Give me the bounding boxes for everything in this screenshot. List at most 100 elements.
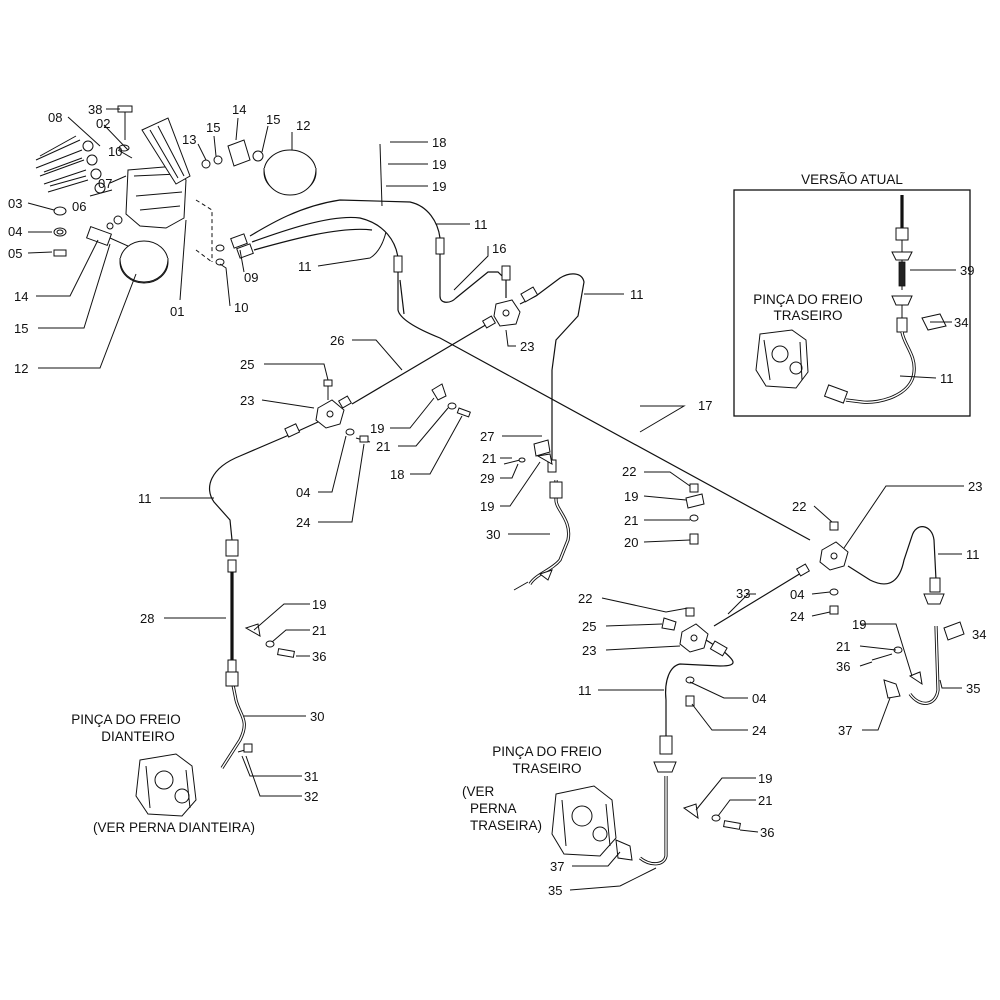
part-label: 37: [550, 859, 564, 874]
part-label: 20: [624, 535, 638, 550]
part-label: 21: [624, 513, 638, 528]
part-label: 23: [968, 479, 982, 494]
part-label: 19: [432, 157, 446, 172]
part-label: 14: [14, 289, 28, 304]
tee-fitting-left: [315, 399, 345, 429]
part-label: 37: [838, 723, 852, 738]
part-label: 15: [206, 120, 220, 135]
brake-lines: [209, 199, 965, 866]
rear-caliper-caption-1: PINÇA DO FREIO: [492, 744, 602, 759]
part-label: 27: [480, 429, 494, 444]
part-label: 01: [170, 304, 184, 319]
tee-fitting-right: [819, 541, 849, 571]
part-label: 24: [790, 609, 804, 624]
front-caliper-drawing: [135, 753, 197, 817]
part-label: 19: [624, 489, 638, 504]
part-label: 04: [296, 485, 310, 500]
part-label: 10: [108, 144, 122, 159]
part-label: 11: [578, 683, 592, 698]
part-label: 34: [954, 315, 968, 330]
part-label: 21: [482, 451, 496, 466]
inset-frame: [733, 189, 971, 417]
part-label: 24: [752, 723, 766, 738]
part-label: 22: [578, 591, 592, 606]
part-label: 11: [298, 259, 312, 274]
part-label: 28: [140, 611, 154, 626]
part-label: 17: [698, 398, 712, 413]
part-label: 12: [296, 118, 310, 133]
part-label: 15: [266, 112, 280, 127]
rear-caliper-caption-2: TRASEIRO: [512, 761, 581, 776]
part-label: 11: [966, 547, 980, 562]
part-label: 39: [960, 263, 974, 278]
part-label: 19: [432, 179, 446, 194]
part-label: 29: [480, 471, 494, 486]
part-label: 05: [8, 246, 22, 261]
tee-fitting-lower: [679, 623, 709, 653]
part-label: 09: [244, 270, 258, 285]
part-label: 04: [752, 691, 766, 706]
master-cylinder-assembly: [35, 105, 317, 284]
part-label: 25: [582, 619, 596, 634]
part-label: 07: [98, 176, 112, 191]
part-label: 02: [96, 116, 110, 131]
part-label: 19: [370, 421, 384, 436]
part-label: 35: [548, 883, 562, 898]
part-label: 24: [296, 515, 310, 530]
part-label: 11: [138, 491, 152, 506]
part-label: 21: [376, 439, 390, 454]
part-label: 06: [72, 199, 86, 214]
part-label: 12: [14, 361, 28, 376]
part-label: 03: [8, 196, 22, 211]
part-label: 23: [582, 643, 596, 658]
part-label: 35: [966, 681, 980, 696]
leader-lines: [27, 108, 964, 891]
part-label: 04: [790, 587, 804, 602]
part-label: 16: [492, 241, 506, 256]
part-label: 32: [304, 789, 318, 804]
front-caliper-caption-2: DIANTEIRO: [101, 729, 175, 744]
rear-caliper-note-1: (VER: [462, 784, 495, 799]
part-label: 04: [8, 224, 22, 239]
part-label: 19: [758, 771, 772, 786]
part-label: 36: [760, 825, 774, 840]
part-label: 14: [232, 102, 246, 117]
part-label: 15: [14, 321, 28, 336]
front-caliper-caption-1: PINÇA DO FREIO: [71, 712, 181, 727]
part-label: 18: [432, 135, 446, 150]
part-label: 19: [480, 499, 494, 514]
rear-caliper-note-3: TRASEIRA): [470, 818, 542, 833]
part-label: 11: [630, 287, 644, 302]
inset-rear-caliper-drawing: [755, 329, 809, 389]
rear-caliper-note-2: PERNA: [470, 801, 517, 816]
part-label: 38: [88, 102, 102, 117]
part-label: 19: [312, 597, 326, 612]
inset-caliper-caption-2: TRASEIRO: [773, 308, 842, 323]
part-label: 18: [390, 467, 404, 482]
part-label: 21: [312, 623, 326, 638]
part-label: 08: [48, 110, 62, 125]
part-label: 13: [182, 132, 196, 147]
part-label: 23: [520, 339, 534, 354]
part-label: 30: [486, 527, 500, 542]
front-caliper-note: (VER PERNA DIANTEIRA): [93, 820, 255, 835]
part-label: 31: [304, 769, 318, 784]
part-label: 11: [474, 217, 488, 232]
part-label: 10: [234, 300, 248, 315]
part-label: 36: [836, 659, 850, 674]
inset-caliper-caption-1: PINÇA DO FREIO: [753, 292, 863, 307]
part-label: 21: [836, 639, 850, 654]
part-label: 11: [940, 371, 954, 386]
part-label: 30: [310, 709, 324, 724]
part-number-labels: 38 08 02 10 07 06 03 04 05 14 15 12 01 1…: [8, 102, 986, 898]
part-label: 19: [852, 617, 866, 632]
part-label: 26: [330, 333, 344, 348]
captions: VERSÃO ATUAL PINÇA DO FREIO TRASEIRO PIN…: [71, 172, 903, 835]
part-label: 22: [792, 499, 806, 514]
part-label: 21: [758, 793, 772, 808]
part-label: 36: [312, 649, 326, 664]
rear-caliper-drawing: [551, 785, 617, 857]
inset-current-version: [733, 189, 971, 417]
part-label: 34: [972, 627, 986, 642]
